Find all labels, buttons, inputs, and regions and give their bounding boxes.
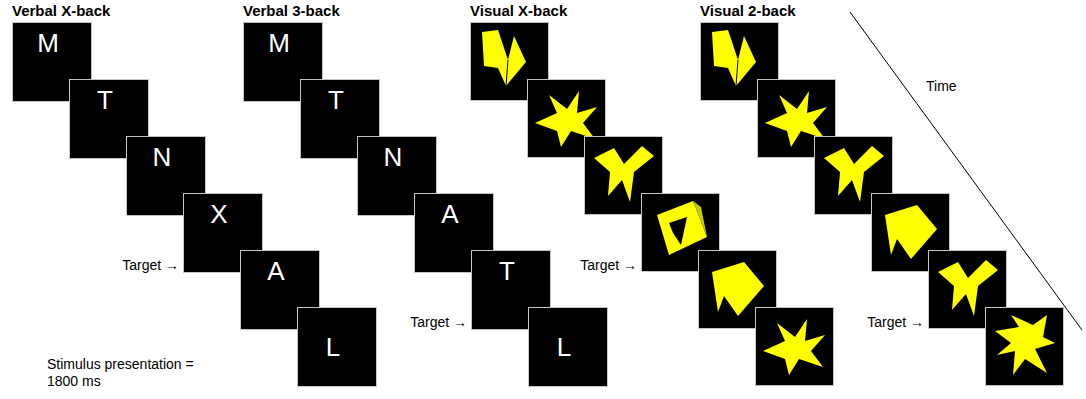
target-marker: Target → (410, 314, 467, 330)
panel-heading: Verbal 3-back (243, 2, 340, 19)
stimulus-letter: A (415, 194, 485, 229)
stimulus-letter: M (244, 23, 314, 58)
letter-card: L (528, 307, 608, 387)
panel-heading: Visual 2-back (700, 2, 796, 19)
letter-card: L (297, 307, 377, 387)
visual-x-back-sequence (471, 23, 834, 386)
panel-heading: Visual X-back (470, 2, 567, 19)
time-label: Time (926, 78, 957, 94)
panel-heading: Verbal X-back (12, 2, 110, 19)
target-marker: Target → (122, 257, 179, 273)
stimulus-letter: T (70, 80, 140, 115)
timing-note: Stimulus presentation = 1800 ms (47, 356, 207, 390)
stimulus-letter: N (127, 137, 197, 172)
stimulus-letter: A (241, 251, 311, 286)
target-marker: Target → (867, 314, 924, 330)
stimulus-letter: N (358, 137, 428, 172)
time-axis-line (850, 12, 1082, 330)
stimulus-letter: T (472, 251, 542, 286)
stimulus-letter: L (529, 308, 599, 362)
target-marker: Target → (580, 257, 637, 273)
stimulus-letter: T (301, 80, 371, 115)
visual-2-back-sequence (701, 23, 1064, 386)
stimulus-letter: M (13, 23, 83, 58)
stimulus-letter: L (298, 308, 368, 362)
stimulus-letter: X (184, 194, 254, 229)
